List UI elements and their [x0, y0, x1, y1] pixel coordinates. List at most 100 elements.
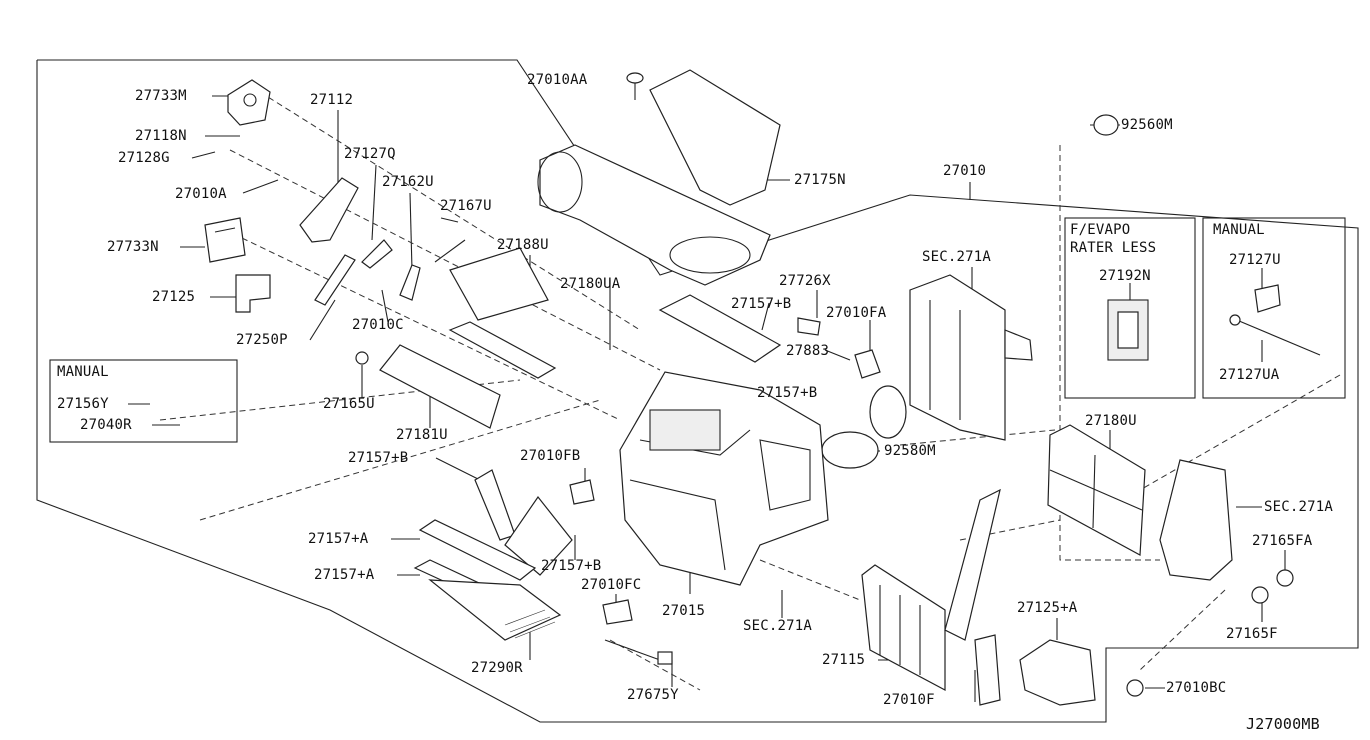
label-27883: 27883	[786, 343, 830, 359]
screw-27165f	[1251, 586, 1269, 604]
rod-27127ua	[1229, 314, 1321, 356]
fevapo-box-title-2: RATER LESS	[1070, 240, 1157, 256]
label-27015: 27015	[662, 603, 706, 619]
label-27127ua: 27127UA	[1219, 367, 1280, 383]
label-27157b-left: 27157+B	[348, 450, 409, 466]
label-27192n: 27192N	[1099, 268, 1151, 284]
label-27167u: 27167U	[440, 198, 492, 214]
seal-27157b-lower	[474, 469, 516, 541]
screw-27010bc	[1126, 679, 1144, 697]
label-27127u: 27127U	[1229, 252, 1281, 268]
label-27162u: 27162U	[382, 174, 434, 190]
label-27165fa: 27165FA	[1252, 533, 1313, 549]
fevapo-box	[1064, 217, 1196, 399]
label-27290r: 27290R	[471, 660, 523, 676]
label-92580m: 92580M	[884, 443, 936, 459]
manual-box-right	[1202, 217, 1346, 399]
clip-27010f	[974, 634, 1001, 706]
actuator-27125a	[1019, 639, 1096, 706]
label-27157b-mid: 27157+B	[757, 385, 818, 401]
label-sec271a-top: SEC.271A	[922, 249, 992, 265]
label-27180u: 27180U	[1085, 413, 1137, 429]
grommet-92580m	[821, 431, 879, 469]
label-27010f: 27010F	[883, 692, 935, 708]
label-27733m: 27733M	[135, 88, 187, 104]
label-27125: 27125	[152, 289, 196, 305]
seal-27157a-1	[418, 519, 537, 581]
assembly-guides	[159, 91, 1341, 691]
label-27726x: 27726X	[779, 273, 831, 289]
filter-27290r	[428, 579, 562, 641]
label-27010fc: 27010FC	[581, 577, 642, 593]
actuator-27733m	[227, 79, 271, 126]
grommet-92560m	[1093, 114, 1119, 136]
label-27127q: 27127Q	[344, 146, 396, 162]
label-27010fa: 27010FA	[826, 305, 887, 321]
sensor-27726x	[797, 317, 821, 336]
clip-27010fc	[602, 599, 633, 625]
rod-27167u	[434, 239, 466, 263]
label-27188u: 27188U	[497, 237, 549, 253]
ring-27883	[869, 385, 907, 439]
lever-27127q	[361, 239, 393, 269]
lever-27127u	[1254, 284, 1281, 313]
filter-27180u	[1047, 424, 1146, 556]
label-27165u: 27165U	[323, 396, 375, 412]
evaporator-sec271a	[909, 274, 1033, 441]
housing-sec271a-right	[1159, 459, 1233, 581]
label-27010c: 27010C	[352, 317, 404, 333]
label-27175n: 27175N	[794, 172, 846, 188]
seal-27157b-top	[658, 294, 782, 363]
duct-27175n	[537, 69, 781, 286]
label-27156y: 27156Y	[57, 396, 109, 412]
actuator-27733n	[204, 217, 246, 263]
label-27118n: 27118N	[135, 128, 187, 144]
manual-box-left-title: MANUAL	[57, 364, 109, 380]
label-27157a-1: 27157+A	[308, 531, 369, 547]
filter-27180ua	[448, 321, 557, 379]
harness-27675y	[604, 639, 673, 665]
label-27010aa: 27010AA	[527, 72, 588, 88]
clip-27010fa	[854, 349, 881, 379]
label-27165f: 27165F	[1226, 626, 1278, 642]
label-27010: 27010	[943, 163, 987, 179]
label-27125a: 27125+A	[1017, 600, 1078, 616]
manual-box-left	[49, 359, 238, 443]
label-27010fb: 27010FB	[520, 448, 581, 464]
label-27040r: 27040R	[80, 417, 132, 433]
panel-27188u	[449, 247, 549, 321]
plug-27192n	[1107, 299, 1149, 361]
label-sec271a-bottom: SEC.271A	[743, 618, 813, 634]
clip-27165u	[355, 351, 369, 365]
label-27010a: 27010A	[175, 186, 227, 202]
diagram-code: J27000MB	[1246, 715, 1320, 733]
link-plate-27112	[299, 177, 359, 243]
label-27157a-2: 27157+A	[314, 567, 375, 583]
manual-box-right-title: MANUAL	[1213, 222, 1265, 238]
label-27115: 27115	[822, 652, 866, 668]
label-27157b-low: 27157+B	[541, 558, 602, 574]
bracket-27125	[235, 274, 271, 313]
screw-27165fa	[1276, 569, 1294, 587]
label-27181u: 27181U	[396, 427, 448, 443]
label-27157b-top: 27157+B	[731, 296, 792, 312]
label-27010bc: 27010BC	[1166, 680, 1227, 696]
door-27181u	[379, 344, 501, 429]
label-sec271a-right: SEC.271A	[1264, 499, 1334, 515]
screw-27010aa	[626, 72, 644, 100]
link-27250p	[314, 254, 356, 306]
heater-core-27115	[861, 488, 1001, 691]
label-27112: 27112	[310, 92, 354, 108]
label-27733n: 27733N	[107, 239, 159, 255]
heater-unit-27015	[619, 371, 829, 586]
clip-27010fb	[569, 479, 595, 505]
label-27675y: 27675Y	[627, 687, 679, 703]
lever-27162u	[399, 264, 421, 301]
label-27250p: 27250P	[236, 332, 288, 348]
label-27180ua: 27180UA	[560, 276, 621, 292]
label-92560m: 92560M	[1121, 117, 1173, 133]
fevapo-box-title-1: F/EVAPO	[1070, 222, 1131, 238]
label-27128g: 27128G	[118, 150, 170, 166]
